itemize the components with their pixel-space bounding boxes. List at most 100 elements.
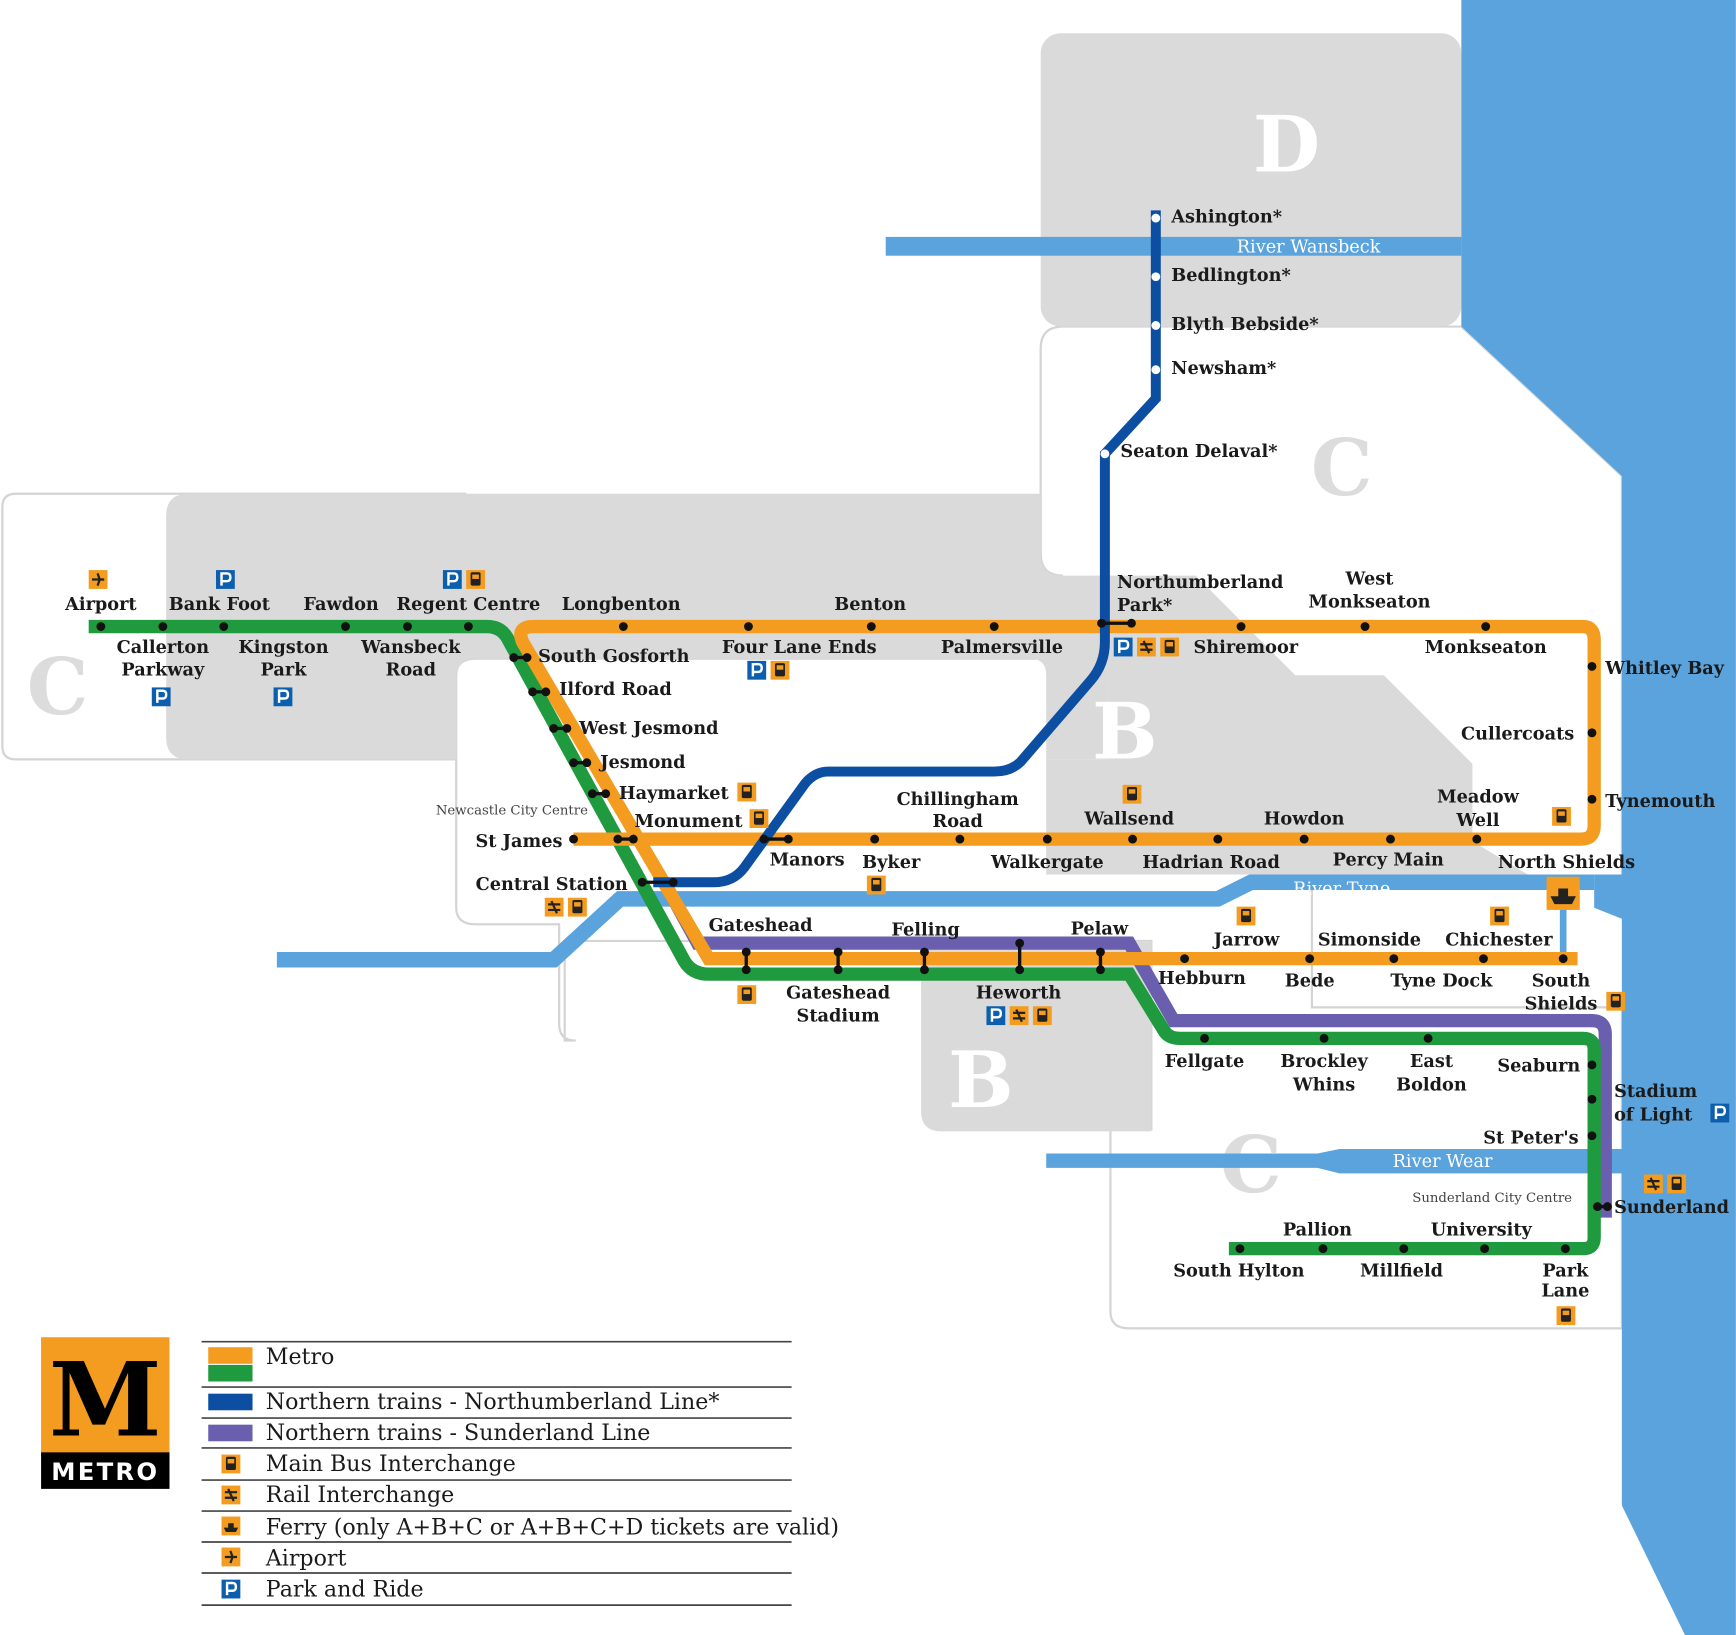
station-seaburn[interactable]: Seaburn (1497, 1056, 1580, 1077)
legend-park-and-ride: Park and Ride (266, 1576, 424, 1602)
station-fawdon[interactable]: Fawdon (303, 594, 378, 615)
station-jarrow[interactable]: Jarrow (1212, 929, 1280, 950)
label-line: Road (386, 659, 436, 680)
station-bedlington[interactable]: Bedlington* (1171, 265, 1290, 286)
label-line: Park* (1117, 595, 1172, 616)
station-tynemouth[interactable]: Tynemouth (1605, 791, 1715, 812)
station-byker[interactable]: Byker (862, 852, 921, 873)
station-seaton-delaval[interactable]: Seaton Delaval* (1120, 441, 1277, 462)
station-tyne-dock[interactable]: Tyne Dock (1390, 970, 1493, 991)
bus-icon (1032, 1006, 1052, 1026)
station-pallion[interactable]: Pallion (1283, 1219, 1352, 1240)
station-regent-centre[interactable]: Regent Centre (396, 594, 540, 615)
station-simonside[interactable]: Simonside (1318, 929, 1421, 950)
station-university[interactable]: University (1431, 1219, 1533, 1240)
station-wallsend[interactable]: Wallsend (1083, 809, 1174, 830)
station-airport[interactable]: Airport (64, 594, 137, 615)
station-dot (1479, 954, 1488, 964)
airport-icon (88, 570, 108, 589)
station-jesmond[interactable]: Jesmond (598, 752, 685, 773)
station-bank-foot[interactable]: Bank Foot (169, 594, 271, 615)
legend-dividers (201, 1340, 792, 1606)
station-ashington[interactable]: Ashington* (1170, 207, 1282, 228)
label-line: Road (932, 811, 982, 832)
station-west-jesmond[interactable]: West Jesmond (578, 718, 718, 739)
station-sunderland[interactable]: Sunderland (1614, 1197, 1729, 1218)
station-hebburn[interactable]: Hebburn (1158, 968, 1246, 989)
station-longbenton[interactable]: Longbenton (562, 594, 681, 615)
station-benton[interactable]: Benton (834, 594, 906, 615)
station-haymarket[interactable]: Haymarket (619, 783, 730, 804)
station-hadrian-road[interactable]: Hadrian Road (1142, 852, 1280, 873)
station-dot (1603, 1202, 1612, 1212)
station-walkergate[interactable]: Walkergate (990, 852, 1104, 873)
station-millfield[interactable]: Millfield (1360, 1260, 1443, 1281)
station-st-peters[interactable]: St Peter's (1483, 1128, 1578, 1149)
station-dot (989, 622, 999, 631)
station-north-shields[interactable]: North Shields (1498, 852, 1635, 873)
station-dot (1480, 1244, 1490, 1254)
station-dot (741, 965, 751, 975)
station-chichester[interactable]: Chichester (1445, 929, 1553, 950)
station-dot (569, 758, 578, 768)
label-line: Park (1542, 1260, 1589, 1281)
bus-icon (866, 875, 886, 895)
label-line: Stadium (1614, 1081, 1697, 1102)
station-cullercoats[interactable]: Cullercoats (1461, 723, 1574, 744)
station-dot (1481, 622, 1491, 631)
river-tyne (276, 874, 1595, 968)
station-howdon[interactable]: Howdon (1264, 809, 1345, 830)
station-blyth-bebside[interactable]: Blyth Bebside* (1171, 314, 1318, 335)
station-pelaw[interactable]: Pelaw (1071, 918, 1129, 939)
station-dot (1151, 365, 1161, 375)
station-ilford-road[interactable]: Ilford Road (559, 679, 672, 700)
station-heworth[interactable]: Heworth (976, 982, 1062, 1003)
station-whitley-bay[interactable]: Whitley Bay (1604, 658, 1725, 679)
station-dot (522, 653, 532, 662)
station-dot (587, 789, 597, 799)
station-fellgate[interactable]: Fellgate (1165, 1051, 1245, 1072)
station-dot (1151, 272, 1161, 282)
station-dot (628, 834, 638, 844)
label-line: East (1410, 1051, 1454, 1072)
station-felling[interactable]: Felling (891, 919, 959, 940)
parking-icon (1113, 637, 1133, 657)
station-manors[interactable]: Manors (770, 850, 845, 871)
rail-icon (1136, 637, 1156, 657)
station-st-james[interactable]: St James (476, 831, 563, 852)
station-newsham[interactable]: Newsham* (1171, 358, 1276, 379)
label-line: Kingston (238, 637, 328, 658)
station-gateshead[interactable]: Gateshead (709, 915, 813, 936)
station-south-hylton[interactable]: South Hylton (1173, 1260, 1304, 1281)
station-dot (668, 877, 678, 887)
station-dot (96, 622, 106, 631)
station-dot (1151, 213, 1161, 223)
station-four-lane-ends[interactable]: Four Lane Ends (722, 637, 877, 658)
station-dot (870, 834, 880, 844)
station-monument[interactable]: Monument (634, 811, 743, 832)
station-monkseaton[interactable]: Monkseaton (1425, 637, 1547, 658)
station-shiremoor[interactable]: Shiremoor (1193, 637, 1298, 658)
station-dot (920, 947, 929, 957)
station-central-station[interactable]: Central Station (476, 874, 628, 895)
station-palmersville[interactable]: Palmersville (941, 637, 1063, 658)
station-south-gosforth[interactable]: South Gosforth (538, 646, 689, 667)
station-dot (833, 965, 843, 975)
station-percy-main[interactable]: Percy Main (1333, 850, 1444, 871)
station-bede[interactable]: Bede (1285, 970, 1335, 991)
sunderland-line (658, 879, 1612, 1218)
station-dot (759, 834, 769, 844)
